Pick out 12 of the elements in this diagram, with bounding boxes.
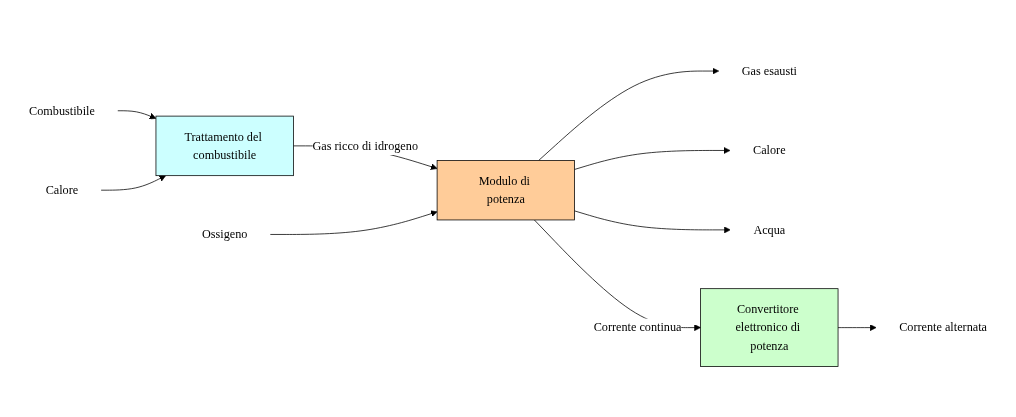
node-text: Acqua	[753, 223, 786, 236]
node-text: Ossigeno	[201, 227, 248, 241]
node-text: Gas esausti	[741, 64, 797, 78]
node-text: Calore	[45, 183, 79, 197]
edge-label: Corrente continua	[593, 320, 682, 334]
node-box: Convertitore elettronico di potenza	[700, 288, 839, 367]
node-text: Combustibile	[29, 103, 95, 117]
edge-label: Gas ricco di idrogeno	[312, 139, 419, 152]
node-text: Calore	[753, 143, 786, 157]
node-text: Corrente alternata	[899, 320, 987, 334]
node-box: Modulo di potenza	[436, 160, 575, 221]
node-box: Trattamento del combustibile	[155, 115, 294, 177]
